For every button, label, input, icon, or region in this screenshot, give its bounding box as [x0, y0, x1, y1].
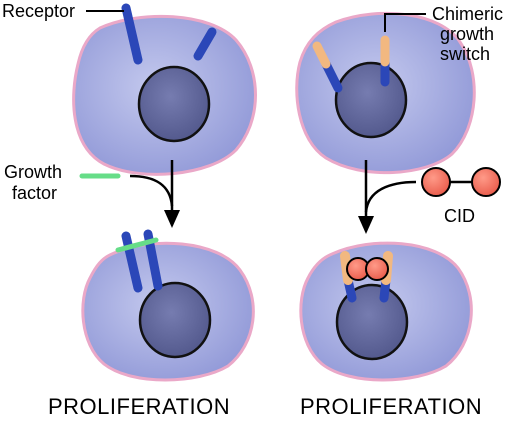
receptor-left: [121, 3, 143, 65]
cell-top-right: [295, 11, 476, 175]
chimeric-label-line2: growth: [440, 24, 494, 44]
nucleus: [334, 61, 408, 139]
growth-factor-arrow: [79, 160, 180, 228]
arrow-head: [358, 216, 374, 234]
cid-arrow: [358, 160, 501, 234]
cid-ball-right: [471, 167, 501, 197]
bound-growth-factor: [115, 237, 159, 253]
cell-bottom-right: [299, 241, 473, 382]
cid-label: CID: [444, 206, 475, 226]
receptor-right: [193, 27, 217, 61]
nucleus: [137, 65, 211, 143]
arrow-merge-curve: [364, 180, 417, 213]
cell-top-left: [72, 3, 257, 176]
cid-ball-left: [421, 167, 451, 197]
left-outcome-label: PROLIFERATION: [48, 394, 230, 419]
arrow-head: [164, 210, 180, 228]
receptor-label: Receptor: [2, 1, 75, 21]
arrow-merge-curve: [129, 174, 174, 207]
nucleus: [138, 281, 212, 359]
cell-bottom-left: [81, 229, 255, 382]
bound-cid-ball-right: [365, 257, 389, 281]
chimeric-receptor-left-orange: [312, 41, 331, 69]
chimeric-label-line1: Chimeric: [432, 4, 503, 24]
chimeric-label-line3: switch: [440, 44, 490, 64]
growth-factor-label-line1: Growth: [4, 162, 62, 182]
growth-factor-label-line2: factor: [12, 183, 57, 203]
chimeric-label-leader: [384, 13, 426, 32]
receptor-left: [121, 231, 143, 293]
right-outcome-label: PROLIFERATION: [300, 394, 482, 419]
nucleus: [335, 283, 409, 361]
